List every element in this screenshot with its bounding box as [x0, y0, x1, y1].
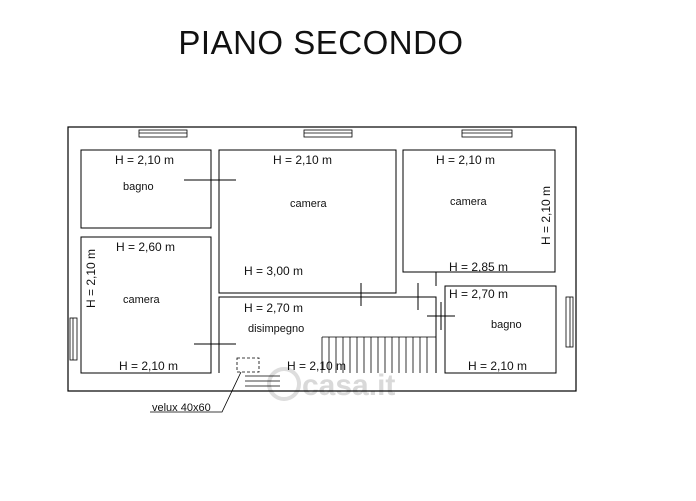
disimpegno-height-bottom: H = 2,10 m [287, 359, 346, 373]
camera-mid-label: camera [290, 198, 328, 210]
room-camera-right [402, 149, 556, 273]
window-left [69, 317, 78, 361]
camera-left-height-top: H = 2,60 m [116, 240, 175, 254]
window-right [565, 296, 574, 348]
velux-label: velux 40x60 [152, 402, 211, 414]
window-top-2 [303, 129, 353, 138]
bagno-right-height-bottom: H = 2,10 m [468, 359, 527, 373]
bagno-left-height: H = 2,10 m [115, 153, 174, 167]
disimpegno-height-top: H = 2,70 m [244, 301, 303, 315]
velux-leader-line [150, 371, 242, 413]
outer-wall [67, 126, 577, 392]
room-camera-left [80, 236, 212, 374]
camera-right-height-side: H = 2,10 m [539, 186, 553, 245]
window-top-1 [138, 129, 188, 138]
room-bagno-right [444, 285, 557, 374]
camera-mid-height-top: H = 2,10 m [273, 153, 332, 167]
watermark: casa.it [267, 367, 395, 402]
page-title: PIANO SECONDO [178, 24, 464, 61]
camera-right-height-bottom: H = 2,85 m [449, 260, 508, 274]
bagno-left-label: bagno [123, 181, 154, 193]
disimpegno-label: disimpegno [248, 323, 304, 335]
staircase [321, 336, 436, 373]
bagno-right-height-top: H = 2,70 m [449, 287, 508, 301]
camera-left-height-side: H = 2,10 m [84, 249, 98, 308]
bagno-right-label: bagno [491, 319, 522, 331]
velux-window [236, 357, 260, 373]
camera-mid-height-bottom: H = 3,00 m [244, 264, 303, 278]
door-marks [184, 164, 455, 345]
camera-left-height-bottom: H = 2,10 m [119, 359, 178, 373]
watermark-text: casa.it [302, 369, 395, 402]
room-disimpegno [218, 296, 437, 373]
entry-steps [245, 375, 280, 387]
camera-left-label: camera [123, 294, 161, 306]
room-camera-mid [218, 149, 397, 294]
window-top-3 [461, 129, 513, 138]
camera-right-label: camera [450, 196, 488, 208]
camera-right-height-top: H = 2,10 m [436, 153, 495, 167]
